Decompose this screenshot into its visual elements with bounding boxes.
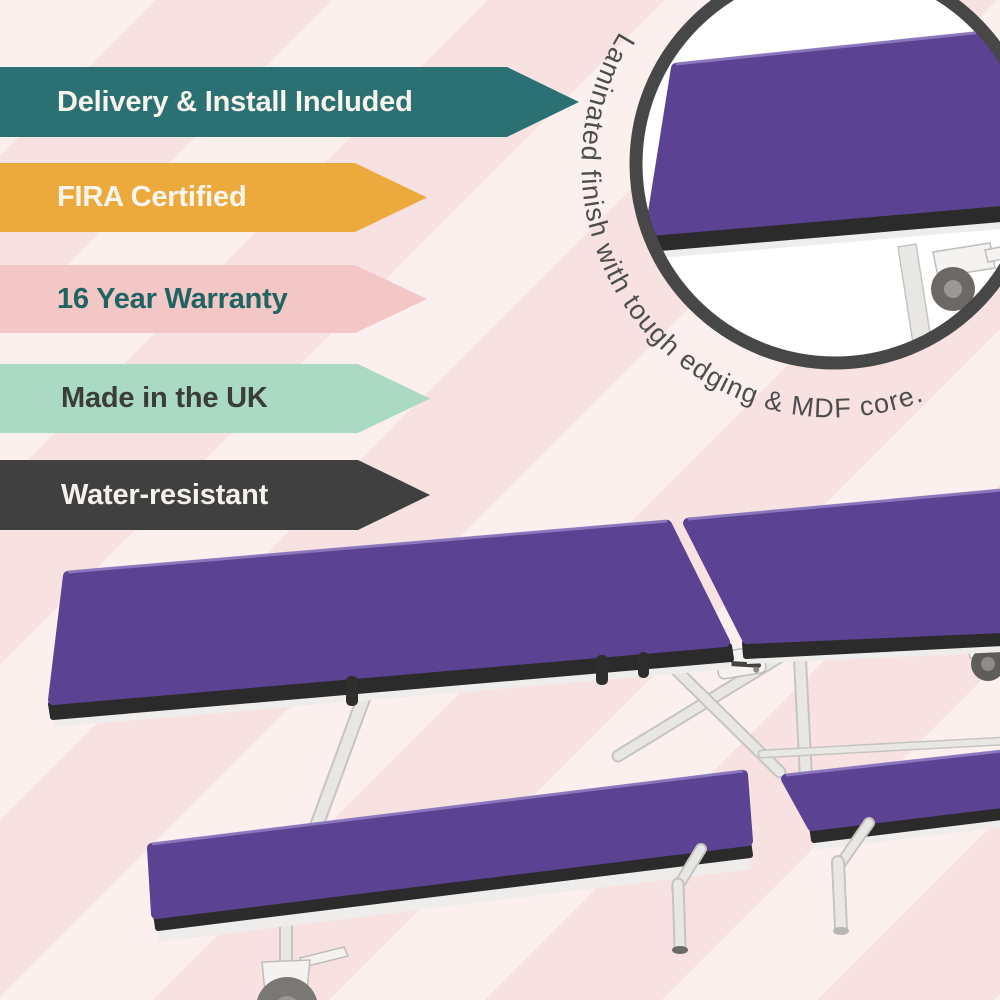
banner-made-in-uk: Made in the UK bbox=[0, 364, 430, 433]
banner-label: 16 Year Warranty bbox=[57, 282, 288, 315]
banner-label: FIRA Certified bbox=[57, 181, 247, 213]
right-tabletop-surface bbox=[683, 489, 1000, 644]
right-bench-surface bbox=[781, 750, 1000, 831]
left-tabletop bbox=[48, 519, 734, 727]
left-bench-leg bbox=[671, 843, 707, 954]
left-bench bbox=[147, 769, 753, 942]
inset-ring bbox=[629, 0, 1000, 370]
release-peg bbox=[638, 652, 649, 678]
caster-left bbox=[257, 946, 350, 1000]
banner-delivery-install: Delivery & Install Included bbox=[0, 67, 579, 137]
leg-foot bbox=[833, 927, 849, 935]
banner-water-resistant: Water-resistant bbox=[0, 460, 430, 530]
right-tabletop bbox=[683, 488, 1000, 664]
lower-rail bbox=[757, 736, 1000, 759]
left-bench-side bbox=[158, 855, 751, 942]
left-bench-surface bbox=[147, 770, 753, 919]
release-peg bbox=[346, 676, 358, 706]
inset-tabletop-surface bbox=[645, 23, 1000, 236]
banner-label: Made in the UK bbox=[61, 382, 268, 414]
banner-label: Delivery & Install Included bbox=[57, 85, 413, 118]
banner-label: Water-resistant bbox=[61, 478, 269, 511]
inset-caster-lever bbox=[984, 244, 1000, 263]
right-bench bbox=[781, 749, 1000, 850]
right-bench-leg bbox=[831, 817, 875, 935]
caster-wheel bbox=[257, 977, 317, 1000]
caster-hub bbox=[278, 996, 296, 1000]
banner-fira-certified: FIRA Certified bbox=[0, 163, 427, 232]
leg-foot bbox=[672, 946, 688, 954]
banner-warranty: 16 Year Warranty bbox=[0, 265, 427, 333]
left-tabletop-surface bbox=[48, 520, 730, 705]
detail-inset: Laminated finish with tough edging & MDF… bbox=[575, 0, 1000, 424]
inset-caster-hub bbox=[944, 280, 962, 298]
release-peg bbox=[596, 655, 608, 685]
